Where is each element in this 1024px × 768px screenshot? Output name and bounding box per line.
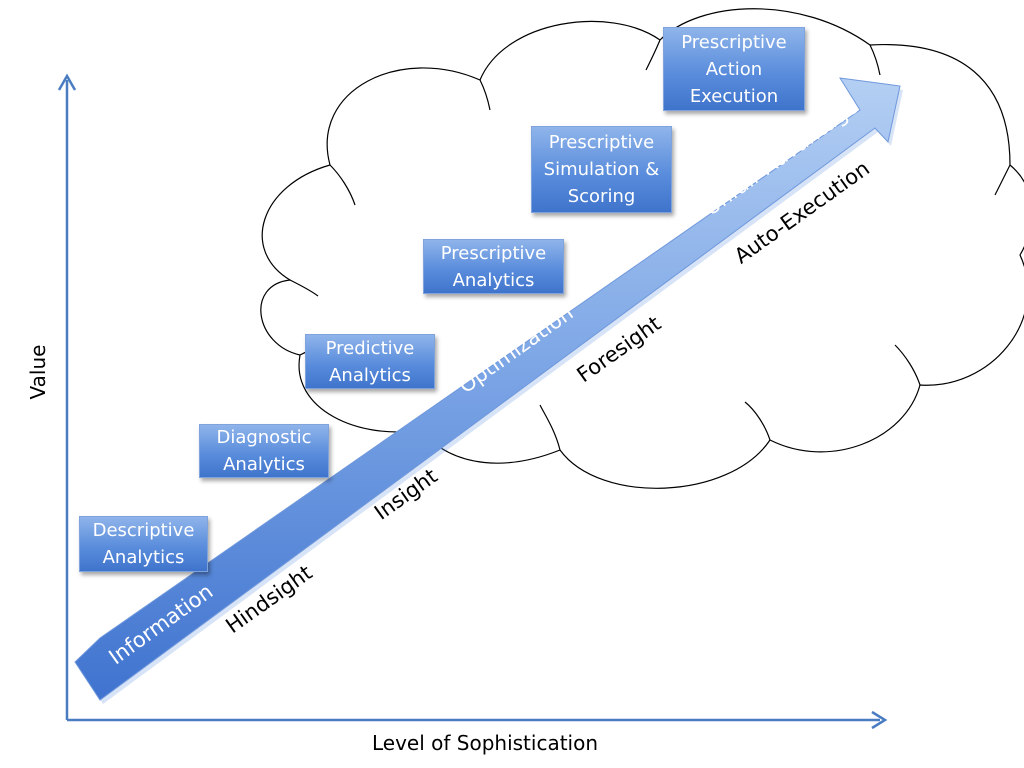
box-line: Simulation & <box>543 159 660 180</box>
box-line: Scoring <box>567 186 636 207</box>
box-line: Predictive <box>325 337 415 359</box>
box-line: Prescriptive <box>440 242 547 264</box>
x-axis-arrowhead <box>871 710 888 730</box>
box-line: Execution <box>689 85 779 107</box>
x-axis-label: Level of Sophistication <box>371 731 599 755</box>
box-line: Prescriptive <box>548 132 655 153</box>
box-line: Descriptive <box>92 520 195 541</box>
sophistication-arrow <box>74 77 903 704</box>
box-line: Analytics <box>452 269 535 291</box>
cloud-shape <box>260 8 1024 489</box>
box-line: Diagnostic <box>216 427 312 448</box>
y-axis-arrowhead <box>57 73 77 91</box>
axes <box>57 73 888 730</box>
box-line: Analytics <box>223 454 305 475</box>
y-axis-label: Value <box>26 344 50 400</box>
box-line: Action <box>705 58 763 80</box>
box-line: Analytics <box>329 364 411 386</box>
box-line: Prescriptive <box>681 31 787 53</box>
box-line: Analytics <box>102 547 185 568</box>
